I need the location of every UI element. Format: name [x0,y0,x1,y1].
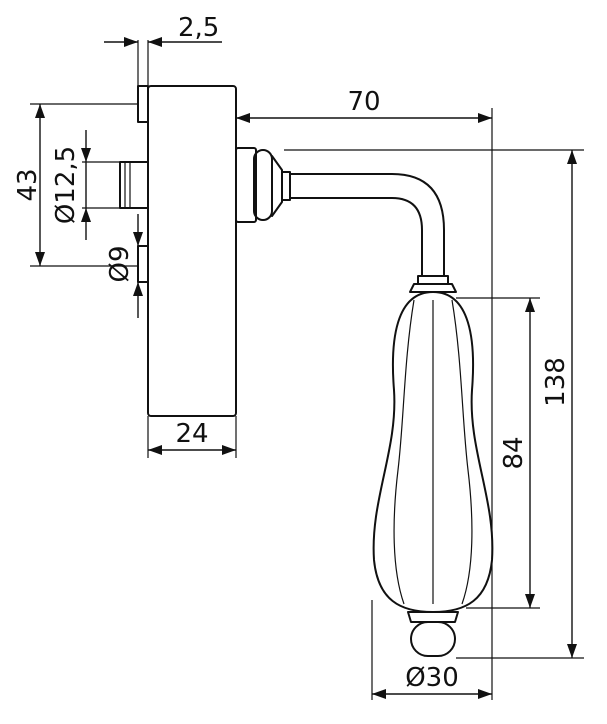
dim-label-projection: 70 [347,87,380,117]
handle-collar [235,147,291,223]
dim-label-rose-depth: 24 [175,419,208,449]
top-screw-boss [137,85,149,123]
extension-lines [30,40,584,700]
rose-body [147,85,237,417]
dimension-grip-length: 84 [499,298,535,608]
grip-ferrule [407,611,459,623]
dimension-flange-thickness: 2,5 [104,13,222,47]
dim-label-screw-diameter: Ø9 [105,245,135,282]
lever-arm [289,173,457,293]
porcelain-grip [372,291,494,657]
dimension-rose-height: 43 [13,104,45,266]
dim-label-grip-length: 84 [499,436,529,469]
rose-plate [119,85,237,417]
dimension-screw-diameter: Ø9 [105,214,143,318]
dim-label-spindle-diameter: Ø12,5 [51,146,81,224]
bottom-screw-boss [137,245,149,283]
dimension-spindle-diameter: Ø12,5 [51,130,91,240]
end-cap [410,621,456,657]
spindle [119,161,149,209]
dim-label-grip-diameter: Ø30 [405,663,459,693]
dim-label-total-height: 138 [541,357,571,407]
dim-label-rose-height: 43 [13,168,43,201]
dimension-grip-diameter: Ø30 [372,663,492,699]
dimension-total-height: 138 [541,150,577,658]
dimension-rose-depth: 24 [148,419,236,455]
dim-label-flange-thickness: 2,5 [178,13,219,43]
dimension-projection: 70 [236,87,492,123]
